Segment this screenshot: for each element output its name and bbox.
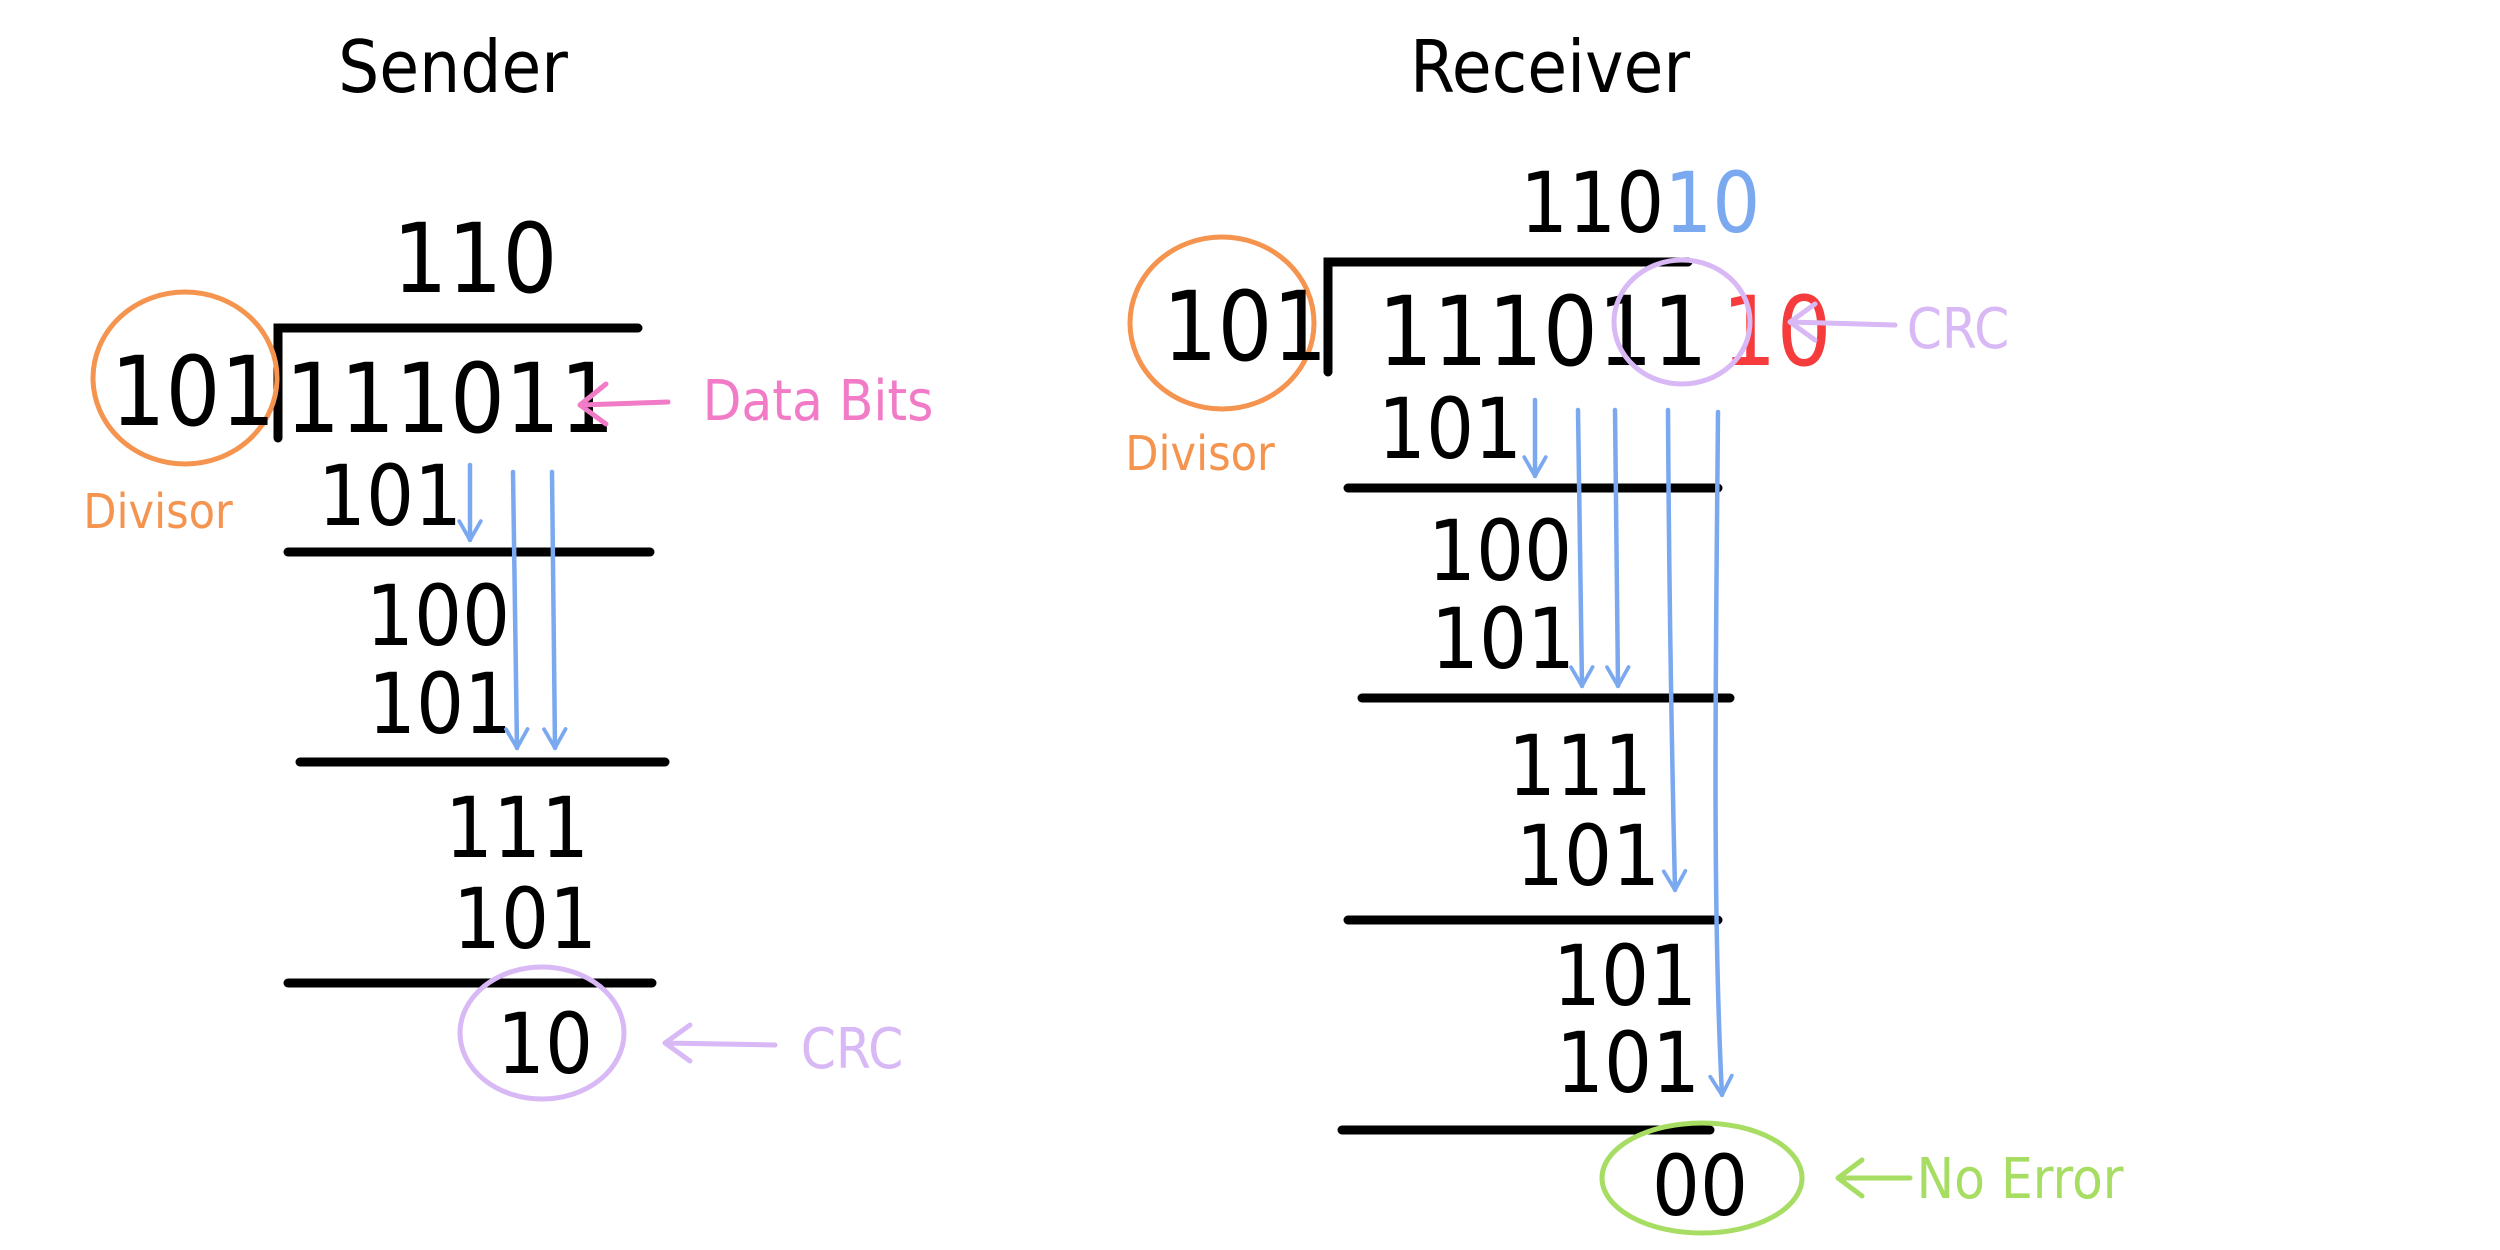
- data-bits-label: Data Bits: [703, 369, 934, 434]
- sender-dividend: 111011: [285, 343, 615, 455]
- sender-divisor: 101: [111, 336, 276, 448]
- sender-crc-ring: [457, 964, 627, 1102]
- no-error-arrow: [1835, 1157, 1913, 1199]
- receiver-step4-subtract: 101: [1556, 1014, 1700, 1112]
- sender-bringdown-arrow-3: [542, 469, 568, 751]
- data-bits-arrow: [577, 381, 671, 427]
- receiver-step3-result: 111: [1508, 717, 1652, 815]
- receiver-remainder: 00: [1652, 1137, 1748, 1235]
- receiver-step3-subtract: 101: [1516, 807, 1660, 905]
- sender-step2-result: 100: [366, 567, 510, 665]
- receiver-bringdown-arrow-3: [1605, 407, 1631, 689]
- receiver-step2-result: 100: [1428, 502, 1572, 600]
- receiver-quotient: 11010: [1520, 154, 1760, 252]
- sender-panel: Sender 110 101 Divisor 111011 Data Bits …: [83, 25, 934, 1102]
- sender-crc-label: CRC: [801, 1017, 904, 1082]
- sender-divisor-label: Divisor: [83, 484, 233, 540]
- sender-remainder: 10: [497, 995, 593, 1093]
- receiver-step2-subtract: 101: [1431, 590, 1575, 688]
- receiver-quotient-tail: 10: [1664, 154, 1760, 252]
- receiver-crc-ring: [1611, 257, 1753, 387]
- receiver-divisor: 101: [1163, 271, 1328, 383]
- receiver-crc-label: CRC: [1907, 297, 2010, 362]
- receiver-crc-arrow: [1787, 301, 1898, 343]
- receiver-dividend-main: 111011: [1378, 276, 1708, 388]
- receiver-bringdown-arrow-4: [1661, 407, 1688, 893]
- receiver-bringdown-arrow-5: [1708, 409, 1734, 1098]
- receiver-remainder-ring: [1599, 1120, 1805, 1236]
- sender-step1-subtract: 101: [318, 447, 462, 545]
- receiver-divisor-ring: [1127, 234, 1317, 412]
- sender-division-bracket: [273, 323, 643, 443]
- receiver-step4-result: 101: [1553, 927, 1697, 1025]
- receiver-title: Receiver: [1410, 25, 1690, 109]
- sender-title: Sender: [338, 25, 568, 109]
- no-error-label: No Error: [1916, 1147, 2123, 1212]
- sender-step2-subtract: 101: [368, 655, 512, 753]
- sender-step3-subtract: 101: [453, 870, 597, 968]
- receiver-quotient-main: 110: [1520, 154, 1664, 252]
- sender-quotient: 110: [393, 203, 558, 315]
- receiver-divisor-label: Divisor: [1125, 426, 1275, 482]
- sender-bringdown-arrow-2: [504, 469, 530, 751]
- sender-step3-result: 111: [445, 779, 589, 877]
- sender-crc-arrow: [662, 1022, 778, 1064]
- receiver-bringdown-arrow-2: [1569, 407, 1595, 689]
- receiver-step1-subtract: 101: [1378, 380, 1522, 478]
- sender-divisor-ring: [90, 289, 280, 467]
- receiver-division-bracket: [1323, 257, 1693, 377]
- receiver-appended-crc: 10: [1722, 276, 1832, 388]
